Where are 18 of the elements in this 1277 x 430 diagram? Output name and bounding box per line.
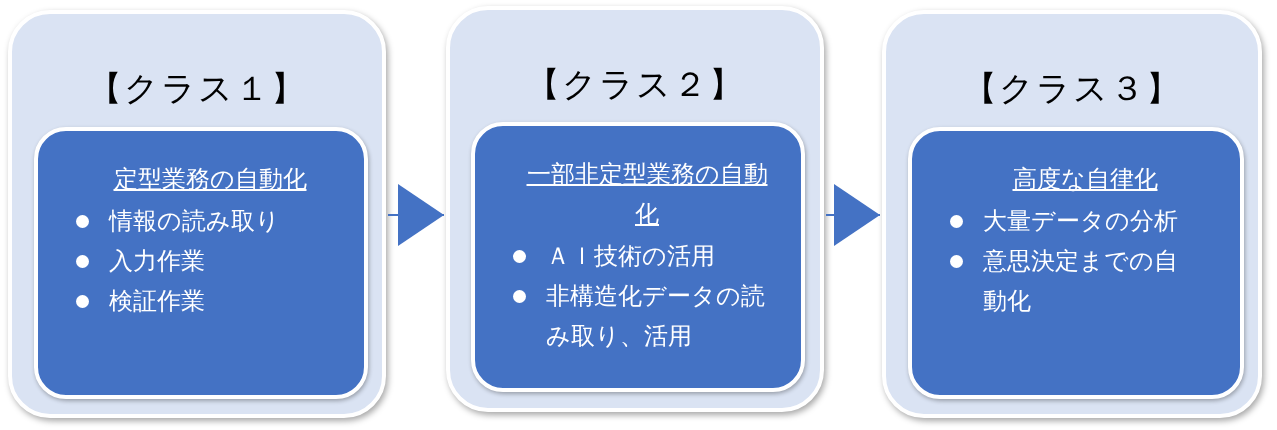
- arrow: [387, 184, 445, 246]
- content-box: [471, 122, 805, 392]
- box-heading: 一部非定型業務の自動化: [525, 159, 769, 230]
- bullet-text: ＡＩ技術の活用: [546, 241, 715, 272]
- panel-heading: 【クラス３】: [962, 68, 1182, 108]
- box-heading: 高度な自律化: [1011, 164, 1159, 195]
- box-heading: 定型業務の自動化: [112, 164, 308, 195]
- content-box: [908, 127, 1244, 399]
- panel-heading: 【クラス１】: [87, 68, 307, 108]
- bullet-text: 入力作業: [109, 246, 205, 277]
- bullet-text: 大量データの分析: [983, 206, 1178, 237]
- bullet-text: 検証作業: [109, 286, 205, 317]
- arrow: [825, 184, 881, 246]
- bullet-text: 情報の読み取り: [109, 206, 280, 237]
- bullet-text: 意思決定までの自動化: [983, 246, 1179, 317]
- content-box: [34, 127, 368, 399]
- panel-heading: 【クラス２】: [525, 64, 745, 104]
- bullet-text: 非構造化データの読み取り、活用: [546, 281, 766, 352]
